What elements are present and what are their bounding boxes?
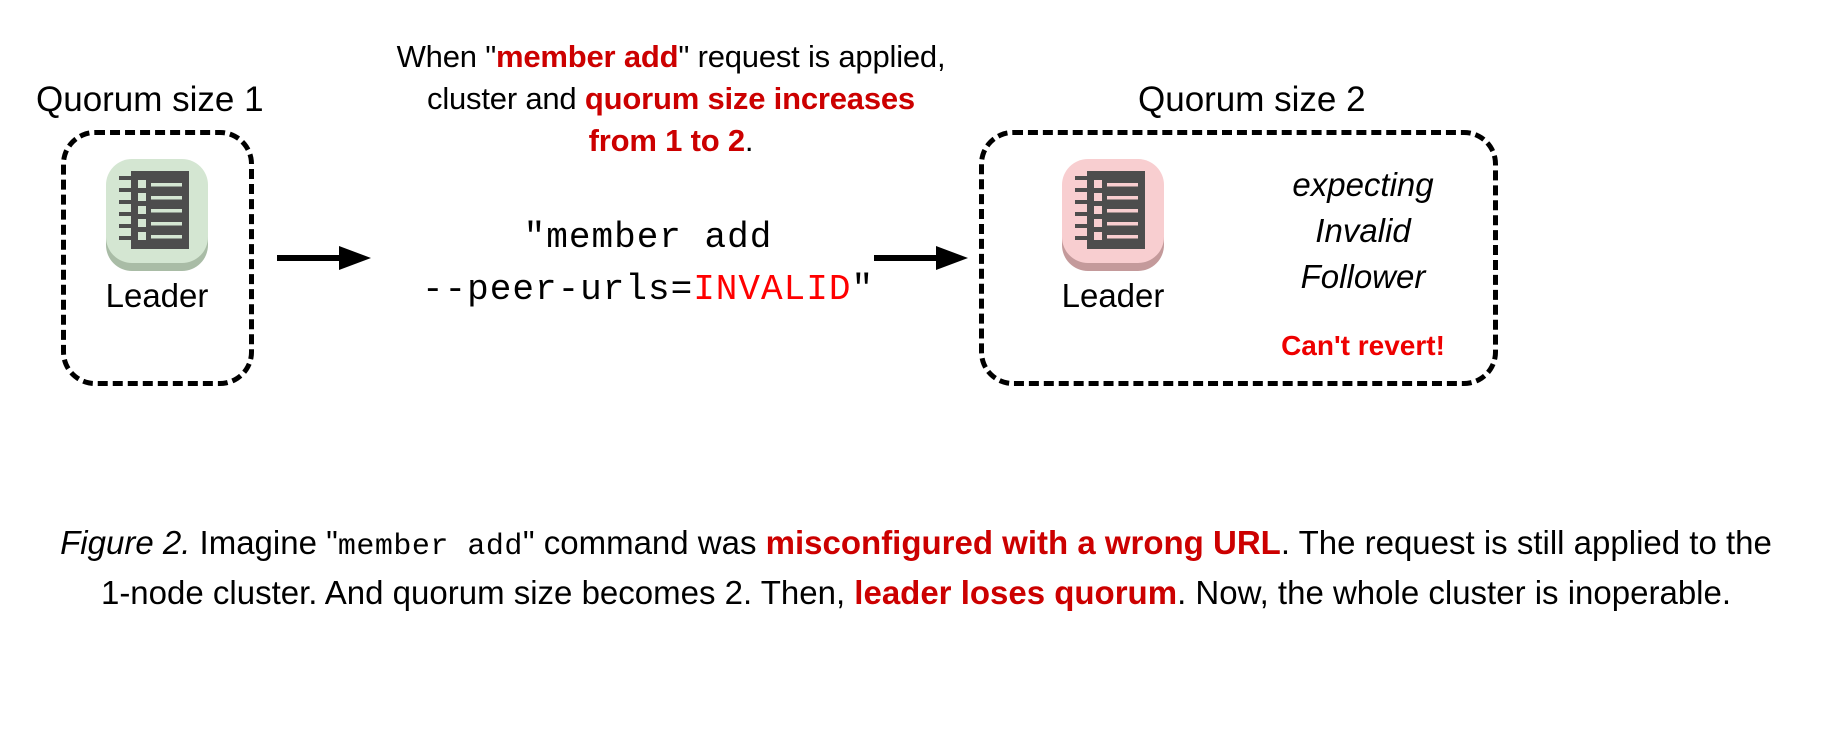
command-line-2: --peer-urls=INVALID" xyxy=(398,264,898,316)
annotation-emphasis-quorum-increase: quorum size increases xyxy=(584,81,915,116)
caption-mono-command: member add xyxy=(337,530,523,564)
node-label-left: Leader xyxy=(105,277,209,314)
arrow-right-icon xyxy=(277,246,371,270)
node-right: Leader xyxy=(1043,155,1183,315)
node-left: Leader xyxy=(87,155,227,315)
command-invalid-value: INVALID xyxy=(693,269,852,310)
quorum-size-label-left: Quorum size 1 xyxy=(36,80,264,119)
server-glyph xyxy=(119,171,189,249)
top-annotation: When "member add" request is applied, cl… xyxy=(366,36,976,162)
annotation-emphasis-from-1-to-2: from 1 to 2 xyxy=(588,123,745,158)
caption-text: . Now, the whole cluster is inoperable. xyxy=(1177,574,1732,611)
quorum-size-label-right: Quorum size 2 xyxy=(1138,80,1366,119)
annotation-text: . xyxy=(744,123,754,158)
cluster-boundary-right xyxy=(979,130,1498,386)
annotation-text: When " xyxy=(396,39,497,74)
command-line-1: "member add xyxy=(523,217,773,258)
server-rack-icon xyxy=(103,155,211,273)
top-annotation-line-2: cluster and quorum size increases xyxy=(366,78,976,120)
command-text: "member add --peer-urls=INVALID" xyxy=(398,212,898,316)
node-label-right: Leader xyxy=(1061,277,1165,314)
expecting-follower-note: expecting Invalid Follower xyxy=(1238,162,1488,300)
figure-caption: Figure 2. Imagine "member add" command w… xyxy=(46,520,1786,616)
expecting-line-1: expecting xyxy=(1292,166,1434,203)
server-rack-icon xyxy=(1059,155,1167,273)
cluster-boundary-left xyxy=(61,130,254,386)
expecting-line-3: Follower xyxy=(1300,258,1426,295)
server-glyph xyxy=(1075,171,1145,249)
top-annotation-line-3: from 1 to 2. xyxy=(366,120,976,162)
caption-text: " command was xyxy=(522,524,766,561)
caption-text: Imagine " xyxy=(190,524,338,561)
caption-emphasis-misconfigured: misconfigured with a wrong URL xyxy=(765,524,1281,561)
command-flag: --peer-urls= xyxy=(421,269,694,310)
caption-text: . The request is still applied to the 1-… xyxy=(100,524,1772,611)
expecting-line-2: Invalid xyxy=(1315,212,1411,249)
annotation-text: " request is applied, xyxy=(678,39,946,74)
annotation-text: cluster and xyxy=(427,81,585,116)
command-quote: " xyxy=(851,269,875,310)
caption-emphasis-loses-quorum: leader loses quorum xyxy=(854,574,1178,611)
annotation-emphasis-member-add: member add xyxy=(496,39,679,74)
top-annotation-line-1: When "member add" request is applied, xyxy=(366,36,976,78)
arrow-right-icon xyxy=(874,246,968,270)
figure-label: Figure 2. xyxy=(60,524,191,561)
cant-revert-warning: Can't revert! xyxy=(1281,330,1445,361)
